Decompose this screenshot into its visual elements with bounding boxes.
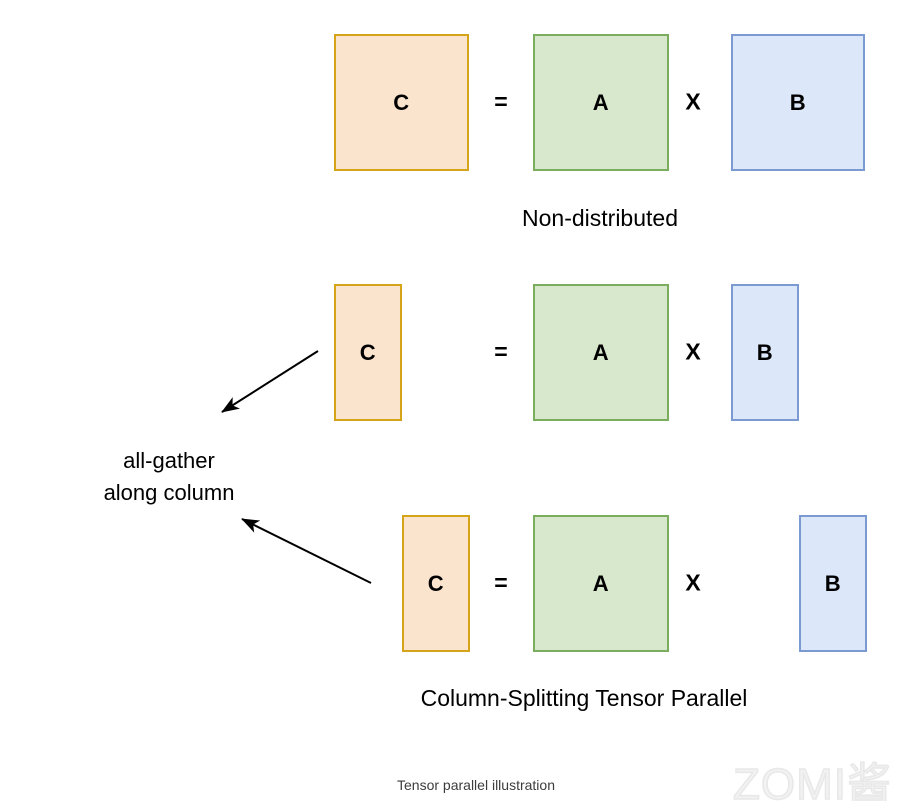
times-operator-row2: X	[685, 338, 701, 365]
matrix-label: C	[427, 570, 445, 596]
matrix-a-row1: A	[533, 34, 669, 171]
equals-operator-row3: =	[494, 569, 508, 596]
arrow-shard2-to-allgather	[241, 518, 372, 584]
matrix-c-row3: C	[402, 515, 470, 652]
matrix-b-row3: B	[799, 515, 867, 652]
matrix-c-row1: C	[334, 34, 469, 171]
matrix-label: B	[824, 570, 842, 596]
matrix-c-row2: C	[334, 284, 402, 421]
figure-caption: Tensor parallel illustration	[397, 777, 555, 793]
matrix-b-row2: B	[731, 284, 799, 421]
matrix-label: A	[592, 89, 610, 115]
times-operator-row1: X	[685, 88, 701, 115]
matrix-label: C	[393, 89, 410, 115]
matrix-label: B	[756, 339, 774, 365]
all-gather-annotation: all-gather along column	[104, 445, 235, 509]
matrix-b-row1: B	[731, 34, 865, 171]
equals-operator-row1: =	[494, 88, 508, 115]
equals-operator-row2: =	[494, 338, 508, 365]
all-gather-line-1: all-gather	[123, 448, 215, 473]
matrix-label: C	[359, 339, 377, 365]
watermark: ZOMI酱	[732, 759, 892, 801]
all-gather-line-2: along column	[103, 480, 235, 505]
matrix-label: A	[592, 339, 610, 365]
row-caption-non-distributed: Non-distributed	[522, 205, 678, 231]
arrow-shard1-to-allgather	[221, 350, 319, 413]
matrix-a-row3: A	[533, 515, 669, 652]
times-operator-row3: X	[685, 569, 701, 596]
row-caption-column-splitting: Column-Splitting Tensor Parallel	[420, 685, 748, 711]
matrix-label: A	[592, 570, 610, 596]
matrix-a-row2: A	[533, 284, 669, 421]
matrix-label: B	[789, 89, 807, 115]
